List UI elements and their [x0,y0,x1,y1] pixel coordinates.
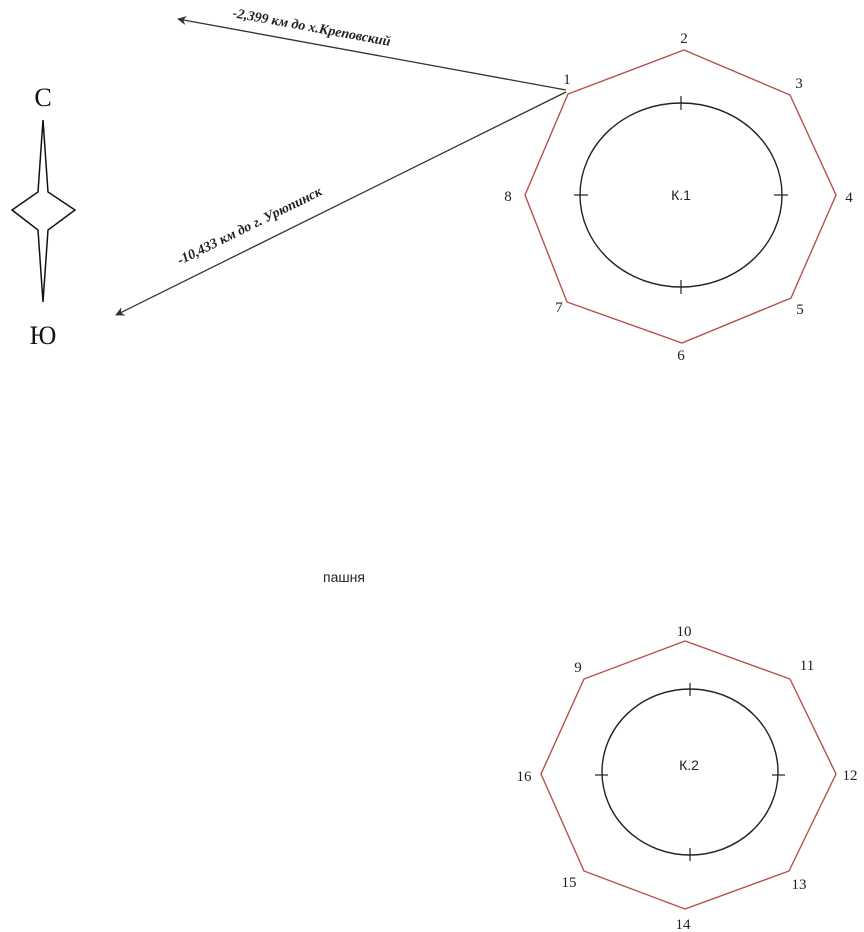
vertex-label: 8 [504,189,512,205]
vertex-label: 9 [574,660,582,676]
arrow-to-krepovsky [177,15,567,91]
vertex-label: 5 [796,302,804,318]
kurgan-2-label: К.2 [679,757,699,773]
field-label: пашня [323,569,365,585]
arrow-to-uryupinsk [115,91,567,316]
vertex-label: 12 [843,768,858,784]
vertex-label: 7 [555,300,563,316]
vertex-label: 4 [845,190,853,206]
vertex-label: 13 [792,877,807,893]
vertex-label: 16 [517,769,533,785]
distance-label-uryupinsk: -10,433 км до г. Урюпинск [175,184,325,268]
kurgan-1-label: К.1 [671,187,691,203]
kurgan-1-ticks [574,96,788,294]
kurgan-1-boundary [524,49,837,344]
kurgan-2-ticks [595,683,785,861]
compass-south-label: Ю [30,321,57,350]
distance-arrows: -2,399 км до х.Креповский -10,433 км до … [115,6,567,316]
kurgan-1: К.1 1 2 3 4 5 6 7 8 [504,31,853,364]
compass-needle-icon [10,119,77,303]
vertex-label: 11 [800,658,814,674]
vertex-label: 2 [680,31,688,47]
kurgan-2-vertex-labels: 9 10 11 12 13 14 15 16 [517,624,858,932]
vertex-label: 6 [677,348,685,364]
vertex-label: 3 [795,76,803,92]
vertex-label: 14 [676,917,692,932]
vertex-label: 15 [562,875,577,891]
vertex-label: 1 [563,72,571,88]
compass-rose: С Ю [10,83,77,350]
compass-north-label: С [34,83,51,112]
vertex-label: 10 [677,624,692,640]
kurgan-2: К.2 9 10 11 12 13 14 15 16 [517,624,858,932]
kurgan-1-vertex-labels: 1 2 3 4 5 6 7 8 [504,31,853,364]
kurgan-2-boundary [540,640,837,910]
